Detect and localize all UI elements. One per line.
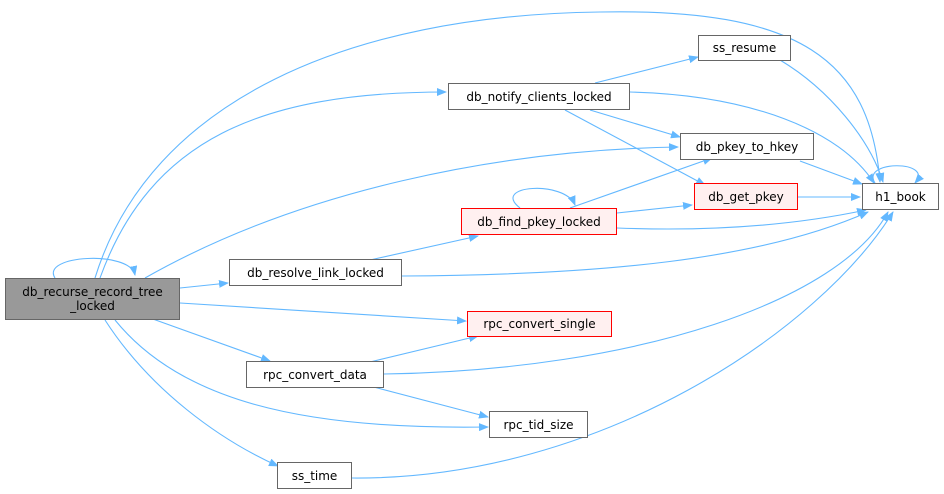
edge-find-pkey-h1-book xyxy=(616,207,867,230)
edge-find-pkey-self xyxy=(512,187,576,209)
edge-notify-pkey-to-hkey xyxy=(589,109,681,139)
node-db-recurse-record-tree-locked[interactable]: db_recurse_record_tree _locked xyxy=(5,278,180,320)
edge-convert-data-single xyxy=(369,334,479,363)
node-db-notify-clients-locked[interactable]: db_notify_clients_locked xyxy=(448,83,630,110)
node-db-resolve-link-locked[interactable]: db_resolve_link_locked xyxy=(229,259,402,286)
node-label-line1: db_recurse_record_tree xyxy=(22,285,163,299)
edge-root-notify xyxy=(99,88,447,279)
node-db-find-pkey-locked[interactable]: db_find_pkey_locked xyxy=(461,208,617,235)
node-ss-time[interactable]: ss_time xyxy=(277,462,352,489)
edge-root-convert-single xyxy=(179,302,467,325)
node-db-pkey-to-hkey[interactable]: db_pkey_to_hkey xyxy=(680,133,814,160)
node-rpc-tid-size[interactable]: rpc_tid_size xyxy=(489,411,588,438)
node-rpc-convert-data[interactable]: rpc_convert_data xyxy=(246,361,384,388)
edge-pkey-to-hkey-h1-book xyxy=(799,160,863,185)
edge-root-convert-data xyxy=(149,317,271,362)
edge-root-resolve xyxy=(179,279,229,289)
edge-convert-data-tid-size xyxy=(369,385,489,419)
edge-notify-ss-resume xyxy=(594,55,699,84)
edge-resolve-find-pkey xyxy=(369,234,479,261)
edge-root-h1-book-top xyxy=(94,11,884,279)
edge-find-pkey-to-hkey xyxy=(569,157,713,209)
edge-convert-data-h1-book xyxy=(383,211,889,375)
node-h1-book[interactable]: h1_book xyxy=(862,183,939,210)
edge-root-self xyxy=(52,257,138,279)
node-label-line2: _locked xyxy=(70,299,115,313)
node-db-get-pkey[interactable]: db_get_pkey xyxy=(694,183,798,210)
edge-notify-get-pkey xyxy=(564,109,706,186)
edge-find-pkey-get-pkey xyxy=(616,201,693,214)
node-rpc-convert-single[interactable]: rpc_convert_single xyxy=(467,311,612,337)
edge-ss-resume-h1-book xyxy=(779,59,885,183)
edge-ss-time-h1-book xyxy=(351,211,894,479)
edge-root-pkey-to-hkey xyxy=(144,143,679,279)
node-ss-resume[interactable]: ss_resume xyxy=(698,35,791,61)
edge-h1-book-self xyxy=(872,165,924,184)
edge-notify-h1-book xyxy=(629,91,875,184)
edge-resolve-h1-book xyxy=(401,211,869,277)
edge-root-ss-time xyxy=(104,319,279,467)
edge-root-tid-size xyxy=(114,319,489,432)
